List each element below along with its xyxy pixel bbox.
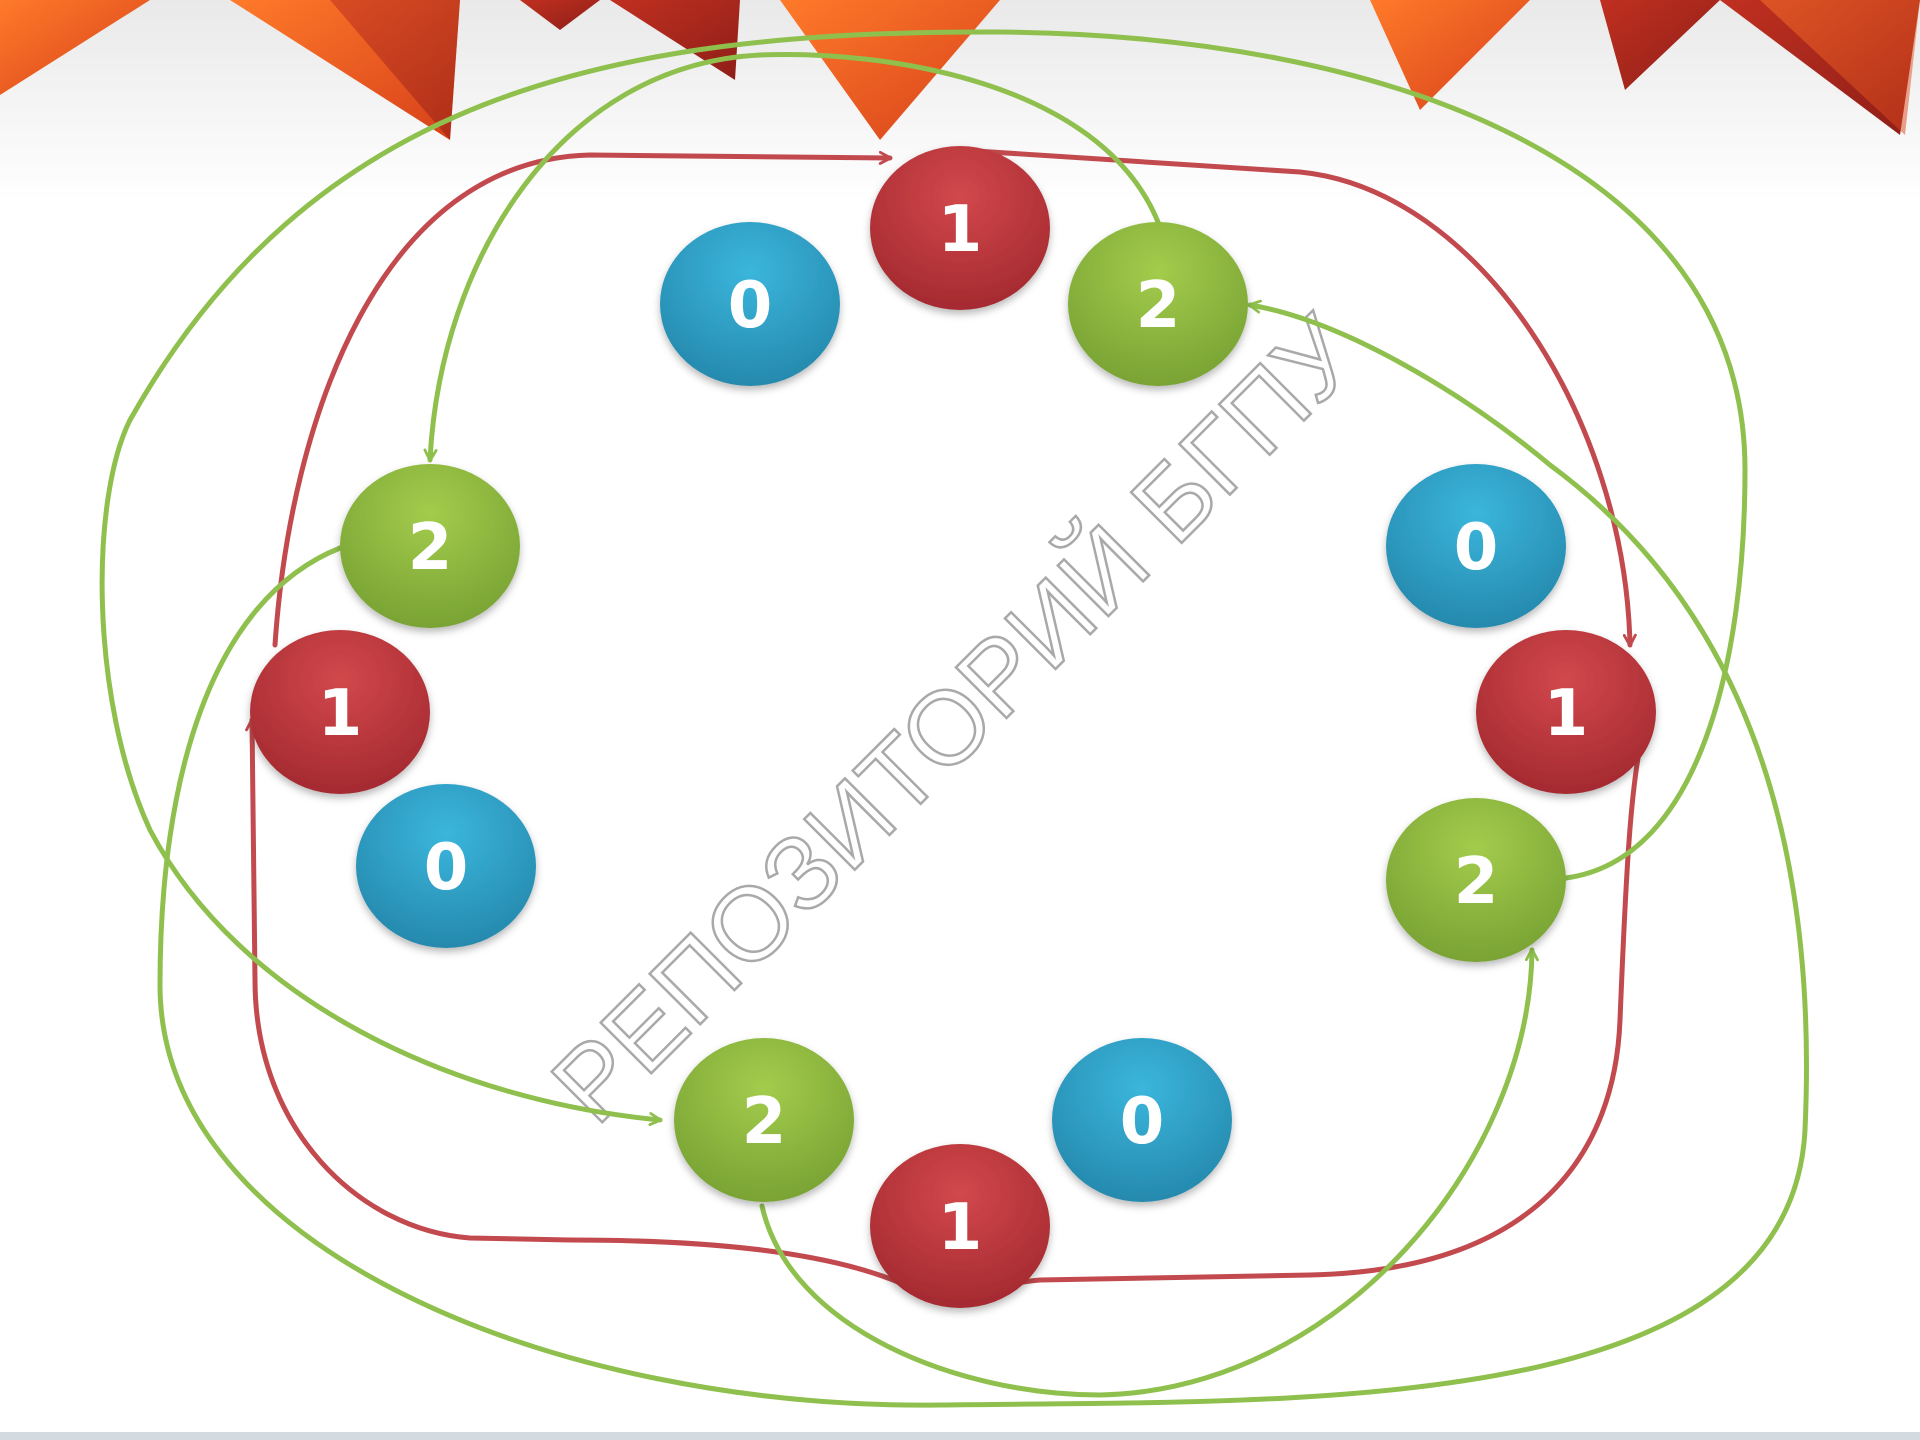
edge-green-top2-left2 — [423, 52, 1161, 463]
node-label: 1 — [1544, 677, 1589, 751]
node-right-1: 1 — [1476, 630, 1656, 794]
node-circle — [1386, 798, 1566, 962]
node-right-0: 0 — [1386, 464, 1566, 628]
node-left-0: 0 — [356, 784, 536, 948]
node-circle — [1386, 464, 1566, 628]
edge-green-bottom2-right2 — [759, 947, 1539, 1398]
node-label: 1 — [938, 193, 983, 267]
node-circle — [340, 464, 520, 628]
node-circle — [1068, 222, 1248, 386]
node-right-2: 2 — [1386, 798, 1566, 962]
node-label: 0 — [1120, 1085, 1165, 1159]
node-circle — [1052, 1038, 1232, 1202]
node-bottom-1: 1 — [870, 1144, 1050, 1308]
edge-green-right2-top2 — [99, 29, 1748, 1127]
node-label: 2 — [1454, 845, 1499, 919]
node-label: 2 — [1136, 269, 1181, 343]
bottom-bar — [0, 1432, 1920, 1440]
node-circle — [870, 1144, 1050, 1308]
node-label: 2 — [742, 1085, 787, 1159]
node-label: 2 — [408, 511, 453, 585]
node-label: 1 — [318, 677, 363, 751]
node-top-2: 2 — [1068, 222, 1248, 386]
node-top-0: 0 — [660, 222, 840, 386]
node-circle — [250, 630, 430, 794]
node-left-2: 2 — [340, 464, 520, 628]
node-bottom-2: 2 — [674, 1038, 854, 1202]
node-circle — [674, 1038, 854, 1202]
edge-red-bottom1-left1 — [245, 717, 901, 1285]
node-label: 0 — [424, 831, 469, 905]
node-circle — [660, 222, 840, 386]
edge-green-left2-right2 — [157, 299, 1809, 1408]
node-left-1: 1 — [250, 630, 430, 794]
node-label: 0 — [1454, 511, 1499, 585]
node-circle — [1476, 630, 1656, 794]
node-circle — [356, 784, 536, 948]
node-top-1: 1 — [870, 146, 1050, 310]
nodes: 1 0 2 2 1 0 0 1 2 2 0 1 — [250, 146, 1656, 1308]
node-bottom-0: 0 — [1052, 1038, 1232, 1202]
edge-red-left1-top1 — [272, 150, 893, 648]
edge-red-top1-right1 — [957, 147, 1637, 648]
node-label: 1 — [938, 1191, 983, 1265]
node-circle — [870, 146, 1050, 310]
node-label: 0 — [728, 269, 773, 343]
